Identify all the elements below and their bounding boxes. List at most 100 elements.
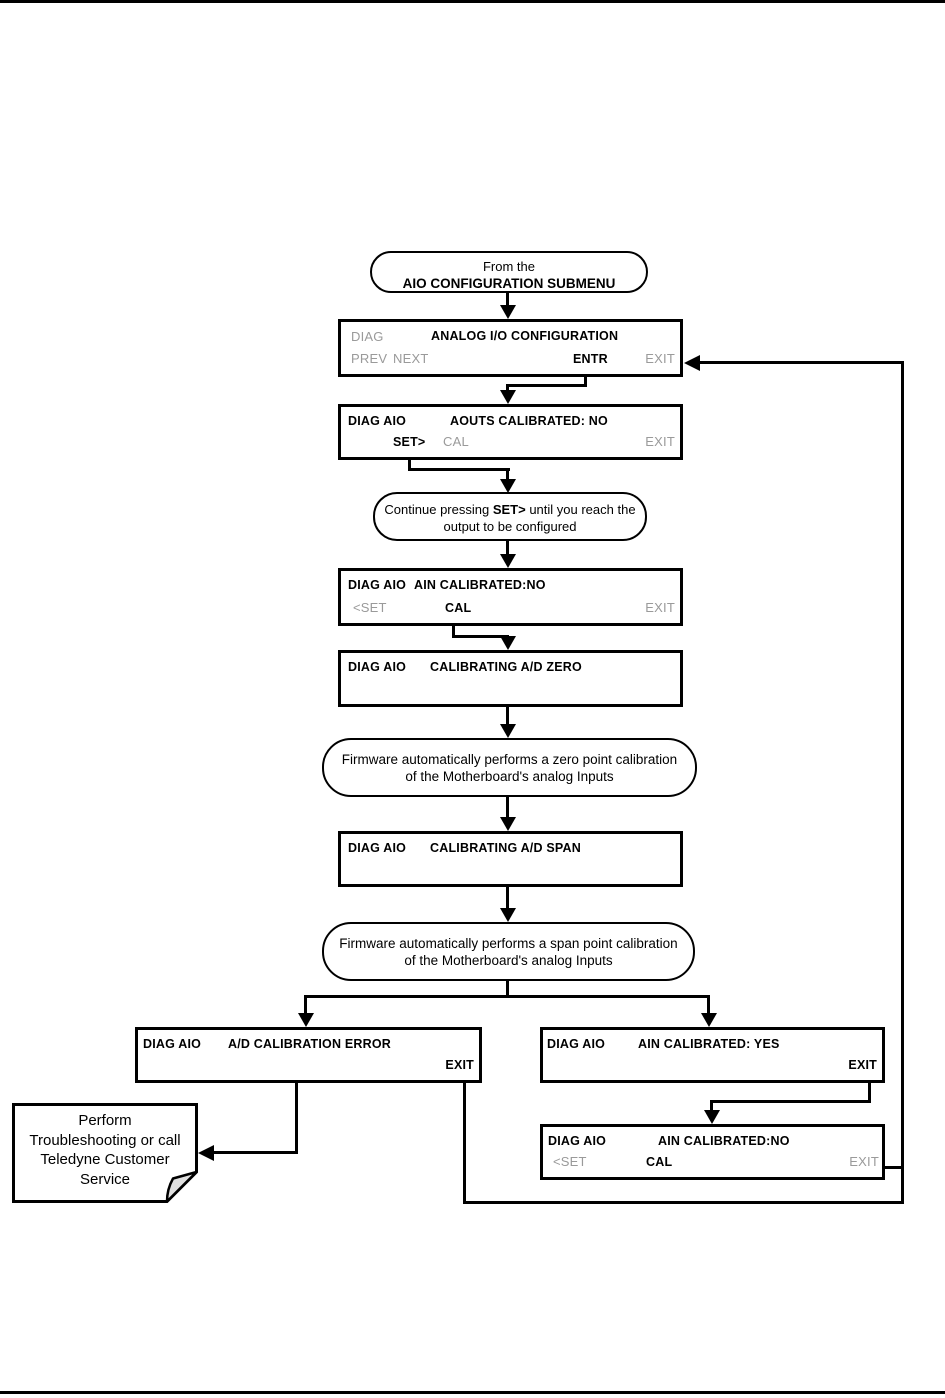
connector-branch-horizontal <box>304 995 710 998</box>
softkey-set-right: SET> <box>393 435 426 449</box>
arrowhead-into-s7 <box>701 1013 717 1027</box>
screen4-mode-label: DIAG AIO <box>348 660 407 674</box>
screen7-title: AIN CALIBRATED: YES <box>638 1037 780 1051</box>
fwzero-line2: of the Motherboard's analog Inputs <box>405 769 614 784</box>
connector-entr-drop <box>584 377 587 387</box>
connector-set-drop <box>408 459 411 471</box>
firmware-span-terminator: Firmware automatically performs a span p… <box>322 922 695 981</box>
connector-s6-to-note-drop <box>295 1082 298 1154</box>
screen-ain-calibrated-yes: DIAG AIO AIN CALIBRATED: YES EXIT <box>540 1027 885 1083</box>
connector-cal-horizontal <box>452 635 509 638</box>
connector-cal-drop <box>452 626 455 638</box>
page-bottom-rule <box>0 1391 945 1394</box>
arrowhead-into-s5 <box>500 817 516 831</box>
arrowhead-into-s2 <box>500 390 516 404</box>
start-line1: From the <box>482 259 535 274</box>
screen2-mode-label: DIAG AIO <box>348 414 407 428</box>
softkey-entr: ENTR <box>573 352 608 366</box>
connector-hint-to-s3 <box>506 541 509 557</box>
note-paper-shape <box>12 1103 198 1203</box>
connector-s7-exit-drop <box>868 1082 871 1103</box>
note-fold-corner <box>165 1170 198 1203</box>
connector-loop-bottom <box>463 1201 904 1204</box>
connector-s6-to-note-horizontal <box>212 1151 298 1154</box>
softkey-exit: EXIT <box>645 434 675 449</box>
hint-line1: Continue pressing SET> until you reach t… <box>375 501 645 518</box>
connector-start-to-s1 <box>506 292 509 308</box>
arrowhead-into-fwzero <box>500 724 516 738</box>
arrowhead-into-hint <box>500 479 516 493</box>
connector-entr-down <box>506 384 509 394</box>
arrowhead-into-s4 <box>500 636 516 650</box>
fwspan-line1: Firmware automatically performs a span p… <box>339 936 678 951</box>
screen-ain-calibrated-no: DIAG AIO AIN CALIBRATED:NO <SET CAL EXIT <box>338 568 683 626</box>
screen3-mode-label: DIAG AIO <box>348 578 407 592</box>
hint-pre: Continue pressing <box>384 502 493 517</box>
troubleshooting-note: Perform Troubleshooting or call Teledyne… <box>12 1103 198 1203</box>
hint-key: SET> <box>492 502 526 517</box>
note-text: Perform Troubleshooting or call Teledyne… <box>12 1103 198 1189</box>
connector-set-down <box>506 468 509 482</box>
softkey-prev: PREV <box>351 351 388 366</box>
screen5-mode-label: DIAG AIO <box>348 841 407 855</box>
connector-branch-left-down <box>304 995 307 1015</box>
softkey-exit: EXIT <box>645 600 675 615</box>
softkey-cal: CAL <box>646 1155 673 1169</box>
connector-branch-right-down <box>707 995 710 1015</box>
screen8-mode-label: DIAG AIO <box>548 1134 607 1148</box>
arrowhead-into-s6 <box>298 1013 314 1027</box>
screen5-title: CALIBRATING A/D SPAN <box>430 841 581 855</box>
firmware-zero-terminator: Firmware automatically performs a zero p… <box>322 738 697 797</box>
screen-calibrating-ad-zero: DIAG AIO CALIBRATING A/D ZERO <box>338 650 683 707</box>
connector-fwzero-to-s5 <box>506 797 509 822</box>
note-line2: Troubleshooting or call <box>29 1131 181 1149</box>
arrowhead-into-s1 <box>500 305 516 319</box>
hint-terminator: Continue pressing SET> until you reach t… <box>373 492 647 541</box>
start-terminator: From the AIO CONFIGURATION SUBMENU <box>370 251 648 293</box>
screen6-title: A/D CALIBRATION ERROR <box>228 1037 391 1051</box>
softkey-exit: EXIT <box>445 1058 474 1072</box>
screen1-title: ANALOG I/O CONFIGURATION <box>431 329 619 343</box>
connector-s4-to-fwzero <box>506 707 509 729</box>
softkey-next: NEXT <box>393 351 429 366</box>
screen2-title: AOUTS CALIBRATED: NO <box>450 414 608 428</box>
screen6-mode-label: DIAG AIO <box>143 1037 202 1051</box>
screen1-mode-label: DIAG <box>351 329 384 344</box>
screen-aouts-calibrated: DIAG AIO AOUTS CALIBRATED: NO SET> CAL E… <box>338 404 683 460</box>
note-line4: Service <box>79 1170 131 1188</box>
softkey-set-left: <SET <box>553 1154 587 1169</box>
softkey-cal: CAL <box>443 434 469 449</box>
screen4-title: CALIBRATING A/D ZERO <box>430 660 582 674</box>
connector-s8-exit-stub <box>885 1166 904 1169</box>
fwspan-line2: of the Motherboard's analog Inputs <box>404 953 613 968</box>
arrowhead-into-s1-exit <box>684 355 700 371</box>
screen7-mode-label: DIAG AIO <box>547 1037 606 1051</box>
connector-entr-horizontal <box>506 384 587 387</box>
screen-calibrating-ad-span: DIAG AIO CALIBRATING A/D SPAN <box>338 831 683 887</box>
softkey-exit: EXIT <box>645 351 675 366</box>
connector-s5-to-fwspan <box>506 887 509 913</box>
connector-set-horizontal <box>408 468 510 471</box>
screen-analog-io-config: DIAG ANALOG I/O CONFIGURATION PREV NEXT … <box>338 319 683 377</box>
hint-post: until you reach the <box>525 502 636 517</box>
connector-loop-top <box>698 361 904 364</box>
screen-ain-calibrated-no-2: DIAG AIO AIN CALIBRATED:NO <SET CAL EXIT <box>540 1124 885 1180</box>
fwzero-line1: Firmware automatically performs a zero p… <box>341 752 678 767</box>
connector-fwspan-drop <box>506 981 509 998</box>
screen3-title: AIN CALIBRATED:NO <box>414 578 546 592</box>
connector-loop-right <box>901 361 904 1204</box>
softkey-exit: EXIT <box>849 1154 879 1169</box>
screen-ad-calibration-error: DIAG AIO A/D CALIBRATION ERROR EXIT <box>135 1027 482 1083</box>
softkey-exit: EXIT <box>848 1058 877 1072</box>
note-line3: Teledyne Customer <box>40 1151 170 1168</box>
connector-s6-exit-drop <box>463 1082 466 1204</box>
hint-line2: output to be configured <box>443 519 577 534</box>
page-top-rule <box>0 0 945 3</box>
connector-s7-exit-down <box>710 1100 713 1112</box>
arrowhead-into-s3 <box>500 554 516 568</box>
note-line1: Perform <box>78 1112 132 1129</box>
arrowhead-into-fwspan <box>500 908 516 922</box>
screen8-title: AIN CALIBRATED:NO <box>658 1134 790 1148</box>
softkey-set-left: <SET <box>353 600 387 615</box>
